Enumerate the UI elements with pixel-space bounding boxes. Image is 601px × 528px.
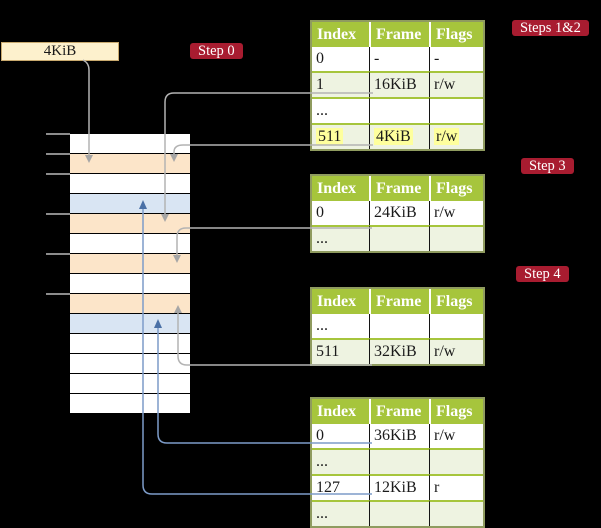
memory-row-free (70, 174, 190, 194)
memory-row-free (70, 334, 190, 354)
table-cell: 32KiB (369, 338, 429, 364)
table-cell (369, 500, 429, 526)
memory-row-free (70, 234, 190, 254)
table-cell (369, 97, 429, 123)
column-header: Frame (369, 289, 429, 314)
table-row: ... (312, 500, 483, 526)
memory-row-page-table (70, 294, 190, 314)
table-cell: 16KiB (369, 71, 429, 97)
table-cell: 0 (312, 47, 369, 71)
column-header: Flags (429, 22, 483, 47)
table-cell: 36KiB (369, 424, 429, 448)
table-cell: ... (312, 448, 369, 474)
memory-row-page-table (70, 214, 190, 234)
table-row: ... (312, 97, 483, 123)
table-cell: 0 (312, 424, 369, 448)
table-cell: r/w (429, 71, 483, 97)
memory-row-free (70, 394, 190, 414)
highlighted-value: 511 (316, 128, 344, 145)
label-step-0: Step 0 (190, 43, 243, 59)
root-pointer-box: 4KiB (1, 42, 119, 61)
table-cell: ... (312, 314, 369, 338)
memory-tick (46, 253, 70, 255)
memory-tick (46, 293, 70, 295)
table-cell: 127 (312, 474, 369, 500)
column-header: Flags (429, 176, 483, 201)
table-cell (429, 225, 483, 251)
table-cell: r (429, 474, 483, 500)
table-row: 511 4KiB r/w (312, 123, 483, 149)
column-header: Flags (429, 289, 483, 314)
table-cell (369, 314, 429, 338)
column-header: Index (312, 22, 369, 47)
physical-memory-stack (70, 134, 190, 414)
table-cell: 12KiB (369, 474, 429, 500)
memory-tick (46, 133, 70, 135)
memory-tick (46, 173, 70, 175)
memory-row-free (70, 354, 190, 374)
column-header: Index (312, 176, 369, 201)
memory-tick (46, 153, 70, 155)
memory-tick (46, 213, 70, 215)
table-cell: ... (312, 225, 369, 251)
table-cell (429, 97, 483, 123)
column-header: Frame (369, 22, 429, 47)
highlighted-value: 4KiB (374, 128, 413, 145)
table-cell: 24KiB (369, 201, 429, 225)
memory-row-page-table (70, 154, 190, 174)
table-cell: r/w (429, 338, 483, 364)
table-cell: 4KiB (369, 123, 429, 149)
table-cell: - (369, 47, 429, 71)
table-cell (429, 500, 483, 526)
table-row: 0-- (312, 47, 483, 71)
memory-row-free (70, 274, 190, 294)
table-row: ... (312, 314, 483, 338)
table-cell (429, 448, 483, 474)
label-step-4: Step 4 (516, 266, 569, 282)
table-cell: 0 (312, 201, 369, 225)
root-pointer-label: 4KiB (43, 43, 77, 59)
table-row: ... (312, 225, 483, 251)
column-header: Frame (369, 176, 429, 201)
table-cell (429, 314, 483, 338)
column-header: Frame (369, 399, 429, 424)
memory-row-page-table (70, 254, 190, 274)
table-cell: ... (312, 500, 369, 526)
column-header: Index (312, 289, 369, 314)
highlighted-value: r/w (434, 128, 460, 145)
table-cell: ... (312, 97, 369, 123)
table-cell: r/w (429, 201, 483, 225)
label-steps-1-2: Steps 1&2 (512, 20, 589, 36)
table-cell: 511 (312, 123, 369, 149)
label-step-3: Step 3 (521, 158, 574, 174)
table-cell (369, 448, 429, 474)
memory-row-data-page (70, 314, 190, 334)
table-cell: 511 (312, 338, 369, 364)
memory-row-data-page (70, 194, 190, 214)
table-row: ... (312, 448, 483, 474)
table-cell: 1 (312, 71, 369, 97)
column-header: Flags (429, 399, 483, 424)
table-cell (369, 225, 429, 251)
column-header: Index (312, 399, 369, 424)
memory-row-free (70, 134, 190, 154)
table-cell: r/w (429, 123, 483, 149)
memory-row-free (70, 374, 190, 394)
table-cell: - (429, 47, 483, 71)
table-cell: r/w (429, 424, 483, 448)
